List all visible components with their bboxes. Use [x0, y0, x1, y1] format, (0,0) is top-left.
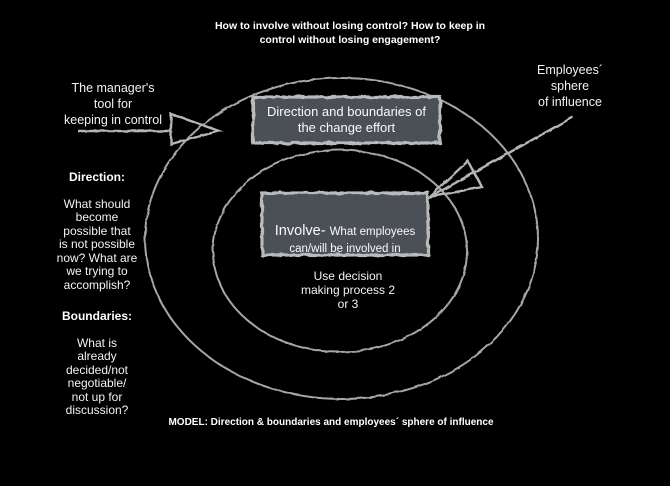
inner-ellipse: [212, 149, 468, 353]
involve-box: [260, 191, 430, 257]
boundaries-block: Boundaries: What is already decided/not …: [33, 296, 161, 431]
boundaries-heading: Boundaries:: [61, 308, 132, 323]
employees-arrow-head: [425, 159, 484, 199]
direction-boundaries-box: [251, 95, 442, 145]
manager-arrow-head: [169, 112, 224, 146]
direction-text: What should become possible that is not …: [56, 196, 138, 292]
direction-heading: Direction:: [68, 169, 125, 184]
employees-arrow: [425, 115, 574, 199]
involve-box-content: Involve-What employees can/will be invol…: [262, 193, 428, 255]
employees-arrow-shaft: [431, 115, 574, 198]
decision-process-note: Use decision making process 2 or 3: [300, 269, 396, 311]
direction-boundaries-box-label: Direction and boundaries of the change e…: [253, 97, 440, 143]
involve-description: What employees can/will be involved in: [289, 226, 416, 255]
model-caption: MODEL: Direction & boundaries and employ…: [168, 417, 494, 428]
direction-boundaries-box-text: Direction and boundaries of the change e…: [267, 104, 426, 135]
outer-ellipse: [144, 77, 539, 400]
boundaries-text: What is already decided/not negotiable/ …: [65, 335, 129, 417]
employees-sphere-label: Employees´ sphere of influence: [537, 63, 603, 109]
involve-title: Involve-: [274, 223, 326, 239]
main-title: How to involve without losing control? H…: [214, 20, 486, 46]
direction-block: Direction: What should become possible t…: [33, 157, 161, 306]
manager-tool-label: The manager's tool for keeping in contro…: [64, 81, 162, 127]
manager-arrow: [78, 112, 224, 146]
